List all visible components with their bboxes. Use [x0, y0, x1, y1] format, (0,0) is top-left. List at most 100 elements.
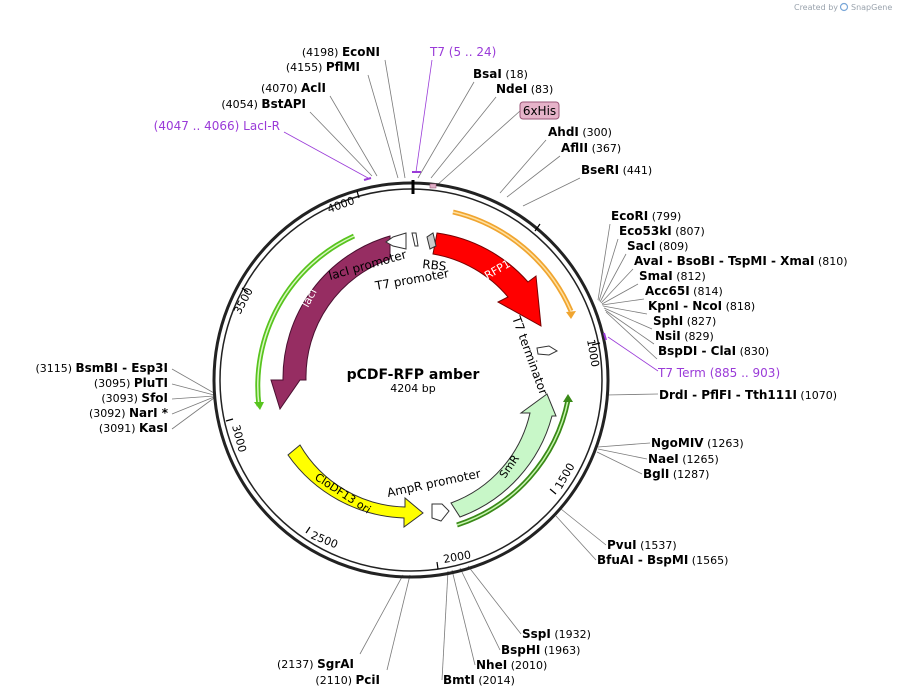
- enzyme-site-aflii[interactable]: AflII (367): [561, 141, 621, 155]
- leader-line-ndei: [430, 96, 497, 179]
- leader-line-bstapi: [309, 111, 373, 177]
- ruler-tick: [534, 223, 541, 232]
- snapgene-logo-icon: [839, 2, 849, 12]
- enzyme-site-kasi[interactable]: (3091) KasI: [99, 421, 168, 435]
- enzyme-site-nsii[interactable]: NsiI (829): [655, 329, 714, 343]
- feature-laci: [270, 235, 391, 411]
- enzyme-site-bsai[interactable]: BsaI (18): [473, 67, 528, 81]
- enzyme-position: (441): [619, 164, 652, 177]
- feature-smr: [450, 393, 557, 518]
- enzyme-site-bmti[interactable]: BmtI (2014): [443, 673, 515, 687]
- enzyme-label: PvuI (1537): [607, 538, 677, 552]
- enzyme-site-acc65i[interactable]: Acc65I (814): [645, 284, 723, 298]
- enzyme-site-drdi-pflfi-tth111i[interactable]: DrdI - PflFI - Tth111I (1070): [659, 388, 837, 402]
- enzyme-site-bgli[interactable]: BglI (1287): [643, 467, 709, 481]
- enzyme-name: SmaI: [639, 269, 673, 283]
- enzyme-site-smai[interactable]: SmaI (812): [639, 269, 706, 283]
- feature-t7-promoter: [411, 232, 419, 247]
- enzyme-site-pvui[interactable]: PvuI (1537): [607, 538, 677, 552]
- leader-line-bseri: [522, 177, 581, 207]
- enzyme-site-pcii[interactable]: (2110) PciI: [315, 673, 380, 687]
- primer-t7[interactable]: T7 (5 .. 24): [429, 45, 496, 59]
- leader-line-avai: [600, 268, 634, 304]
- enzyme-label: BglI (1287): [643, 467, 709, 481]
- enzyme-site-bstapi[interactable]: (4054) BstAPI: [221, 97, 306, 111]
- enzyme-name: BsmBI - Esp3I: [76, 361, 168, 375]
- enzyme-position: (1932): [551, 628, 591, 641]
- enzyme-site-nhei[interactable]: NheI (2010): [476, 658, 547, 672]
- enzyme-site-ecori[interactable]: EcoRI (799): [611, 209, 681, 223]
- enzyme-site-avai-bsobi-tspmi-xmai[interactable]: AvaI - BsoBI - TspMI - XmaI (810): [634, 254, 848, 268]
- feature-label-rbs: RBS: [422, 257, 447, 273]
- enzyme-site-acli[interactable]: (4070) AclI: [261, 81, 326, 95]
- enzyme-name: NaeI: [648, 452, 679, 466]
- enzyme-site-pflmi[interactable]: (4155) PflMI: [286, 60, 360, 74]
- enzyme-position: (2010): [507, 659, 547, 672]
- primer-mark-laci-r: [363, 177, 372, 181]
- enzyme-site-bsmbi-esp3i[interactable]: (3115) BsmBI - Esp3I: [35, 361, 168, 375]
- enzyme-position: (830): [736, 345, 769, 358]
- enzyme-name: AvaI - BsoBI - TspMI - XmaI: [634, 254, 814, 268]
- enzyme-site-ngomiv[interactable]: NgoMIV (1263): [651, 436, 744, 450]
- enzyme-label: SspI (1932): [522, 627, 591, 641]
- enzyme-position: (1565): [688, 554, 728, 567]
- leader-line-eco53ki: [598, 238, 619, 302]
- enzyme-name: AclI: [301, 81, 326, 95]
- orf-arcs: [254, 209, 576, 528]
- primer-marks: [363, 171, 607, 341]
- enzyme-site-sgrai[interactable]: (2137) SgrAI: [277, 657, 354, 671]
- enzyme-label: (2110) PciI: [315, 673, 380, 687]
- enzyme-position: (1287): [669, 468, 709, 481]
- enzyme-name: KasI: [139, 421, 168, 435]
- enzyme-site-eco53ki[interactable]: Eco53kI (807): [619, 224, 705, 238]
- enzyme-position: (2137): [277, 658, 317, 671]
- primer-label: (4047 .. 4066) LacI-R: [154, 119, 280, 133]
- enzyme-label: Eco53kI (807): [619, 224, 705, 238]
- enzyme-site-sfoi[interactable]: (3093) SfoI: [101, 391, 168, 405]
- enzyme-name: BspHI: [501, 643, 540, 657]
- enzyme-site-bseri[interactable]: BseRI (441): [581, 163, 652, 177]
- enzyme-label: SphI (827): [653, 314, 716, 328]
- leader-line-pcii: [386, 574, 411, 671]
- enzyme-site-bsphi[interactable]: BspHI (1963): [501, 643, 580, 657]
- enzyme-name: NsiI: [655, 329, 681, 343]
- enzyme-position: (3092): [89, 407, 129, 420]
- leader-line-sphi: [603, 307, 653, 330]
- enzyme-site-saci[interactable]: SacI (809): [627, 239, 688, 253]
- primer-name: T7: [429, 45, 445, 59]
- enzyme-site-bspdi-clai[interactable]: BspDI - ClaI (830): [658, 344, 769, 358]
- enzyme-site-ndei[interactable]: NdeI (83): [496, 82, 553, 96]
- enzyme-site-ahdi[interactable]: AhdI (300): [548, 125, 612, 139]
- primer-t7-term[interactable]: T7 Term (885 .. 903): [657, 366, 780, 380]
- enzyme-label: KpnI - NcoI (818): [648, 299, 755, 313]
- enzyme-name: NheI: [476, 658, 507, 672]
- ruler-label: 1500: [552, 461, 577, 492]
- orf-arc-laci-head: [254, 402, 264, 410]
- primer-label: T7 Term (885 .. 903): [657, 366, 780, 380]
- enzyme-site-sspi[interactable]: SspI (1932): [522, 627, 591, 641]
- enzyme-site-nari[interactable]: (3092) NarI *: [89, 406, 169, 420]
- enzyme-site-econi[interactable]: (4198) EcoNI: [302, 45, 380, 59]
- enzyme-site-bfuai-bspmi[interactable]: BfuAI - BspMI (1565): [597, 553, 728, 567]
- ruler-label: 3000: [229, 423, 249, 453]
- primer-laci-r[interactable]: (4047 .. 4066) LacI-R: [154, 119, 280, 133]
- his-tag-label: 6xHis: [523, 104, 556, 118]
- enzyme-name: BstAPI: [261, 97, 306, 111]
- his-tag-badge[interactable]: 6xHis: [519, 101, 560, 120]
- enzyme-site-sphi[interactable]: SphI (827): [653, 314, 716, 328]
- enzyme-position: (4070): [261, 82, 301, 95]
- enzyme-name: NdeI: [496, 82, 527, 96]
- enzyme-position: (814): [690, 285, 723, 298]
- enzyme-site-kpni-ncoi[interactable]: KpnI - NcoI (818): [648, 299, 755, 313]
- leader-line-bsmbi: [171, 368, 215, 394]
- enzyme-site-naei[interactable]: NaeI (1265): [648, 452, 719, 466]
- enzyme-label: NaeI (1265): [648, 452, 719, 466]
- enzyme-name: AflII: [561, 141, 588, 155]
- his-tag-box[interactable]: [519, 101, 560, 120]
- enzyme-label: DrdI - PflFI - Tth111I (1070): [659, 388, 837, 402]
- enzyme-site-pluti[interactable]: (3095) PluTI: [94, 376, 168, 390]
- enzyme-position: (1963): [540, 644, 580, 657]
- leader-line-pvui: [560, 508, 607, 546]
- enzyme-labels: (4198) EcoNI(4155) PflMI (4070) AclI (4054…: [35, 45, 847, 687]
- enzyme-name: EcoRI: [611, 209, 648, 223]
